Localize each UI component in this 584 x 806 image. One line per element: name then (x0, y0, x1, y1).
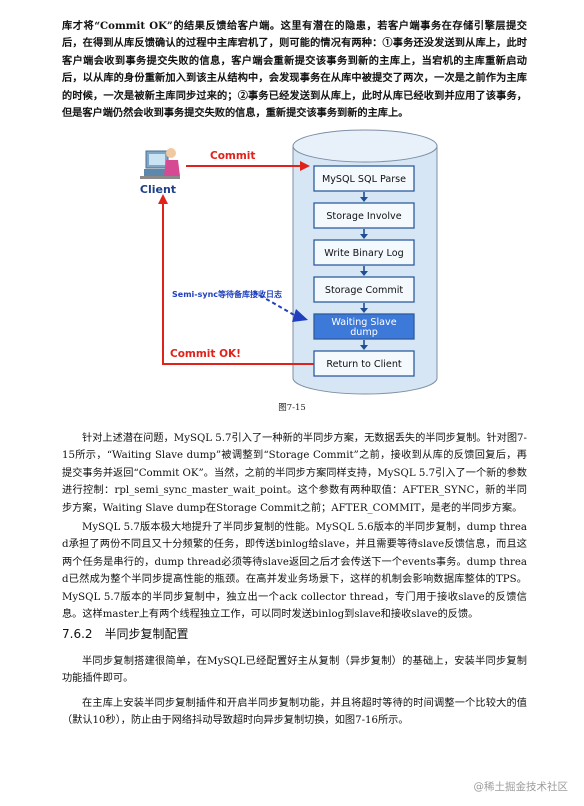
step-arrow (360, 192, 368, 202)
watermark: @稀土掘金技术社区 (473, 781, 569, 793)
paragraph-setup: 半同步复制搭建很简单，在MySQL已经配置好主从复制（异步复制）的基础上，安装半… (62, 656, 527, 685)
semi-sync-note: Semi-sync等待备库接收日志 (172, 289, 282, 299)
step-arrow (360, 303, 368, 313)
step-arrow (360, 266, 368, 276)
paragraph-new-semi-sync: 针对上述潜在问题，MySQL 5.7引入了一种新的半同步方案，无数据丢失的半同步… (62, 433, 527, 514)
client-icon (140, 148, 180, 179)
step-box-3: Write Binary Log (313, 239, 415, 266)
section-number: 7.6.2 (62, 627, 93, 641)
section-heading: 7.6.2 半同步复制配置 (62, 625, 189, 642)
commit-ok-arrow (158, 194, 314, 365)
step-label: Waiting Slave (331, 317, 396, 328)
paragraph-install: 在主库上安装半同步复制插件和开启半同步复制功能，并且将超时等待的时间调整一个比较… (62, 698, 527, 727)
commit-ok-label: Commit OK! (170, 348, 241, 360)
step-label: dump (350, 327, 378, 338)
step-box-1: MySQL SQL Parse (313, 165, 415, 192)
section-title: 半同步复制配置 (104, 627, 189, 641)
commit-arrow (186, 161, 310, 171)
client-label: Client (140, 183, 176, 196)
semi-sync-arrow (253, 291, 308, 322)
step-arrow (360, 229, 368, 239)
step-arrow (360, 340, 368, 350)
figure-caption: 图7-15 (278, 403, 306, 413)
paragraph-performance: MySQL 5.7版本极大地提升了半同步复制的性能。MySQL 5.6版本的半同… (62, 522, 527, 621)
paragraph-intro: 库才将“Commit OK”的结果反馈给客户端。这里有潜在的隐患，若客户端事务在… (62, 20, 527, 120)
step-label: Return to Client (326, 359, 402, 370)
step-box-2: Storage Involve (313, 202, 415, 229)
step-label: MySQL SQL Parse (322, 174, 406, 185)
step-box-6: Return to Client (313, 350, 415, 377)
step-label: Write Binary Log (324, 248, 403, 259)
step-label: Storage Involve (326, 211, 401, 222)
step-box-4: Storage Commit (313, 276, 415, 303)
step-label: Storage Commit (325, 285, 404, 296)
commit-label: Commit (210, 150, 255, 162)
